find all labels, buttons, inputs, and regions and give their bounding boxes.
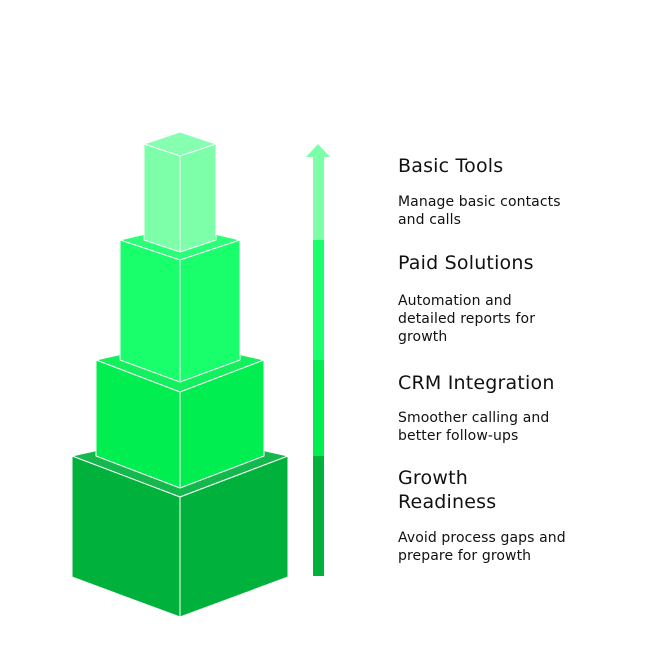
stage-basic-tools: Basic Tools [398, 154, 598, 178]
stage-description: Avoid process gaps and prepare for growt… [398, 530, 566, 564]
arrow-segment-1 [313, 156, 324, 240]
stage-paid-solutions-description: Automation and detailed reports for grow… [398, 292, 558, 346]
cube-stack [71, 131, 289, 618]
cube-stage-3 [95, 340, 265, 489]
cube-right-face [179, 239, 241, 383]
progress-arrow [306, 144, 330, 576]
stage-title: Growth Readiness [398, 467, 497, 513]
stage-crm-integration: CRM Integration [398, 371, 598, 395]
cube-stage-1 [143, 131, 217, 253]
stage-growth-readiness-description: Avoid process gaps and prepare for growt… [398, 529, 588, 565]
arrow-segment-3 [313, 360, 324, 456]
cube-right-face [179, 143, 217, 253]
stage-title: CRM Integration [398, 372, 555, 394]
cube-right-face [179, 359, 265, 489]
cube-left-face [119, 239, 181, 383]
arrow-segment-2 [313, 240, 324, 360]
stage-description: Smoother calling and better follow-ups [398, 410, 550, 444]
stage-crm-integration-description: Smoother calling and better follow-ups [398, 409, 578, 445]
stage-growth-readiness: Growth Readiness [398, 466, 518, 514]
arrow-segment-4 [313, 456, 324, 576]
stage-title: Paid Solutions [398, 252, 534, 274]
stage-paid-solutions: Paid Solutions [398, 251, 598, 275]
stage-basic-tools-description: Manage basic contacts and calls [398, 193, 588, 229]
cube-right-face [179, 455, 289, 618]
arrow-up-icon [306, 144, 330, 157]
stage-description: Automation and detailed reports for grow… [398, 293, 536, 345]
stage-description: Manage basic contacts and calls [398, 194, 561, 228]
stage-title: Basic Tools [398, 155, 504, 177]
cube-left-face [143, 143, 181, 253]
